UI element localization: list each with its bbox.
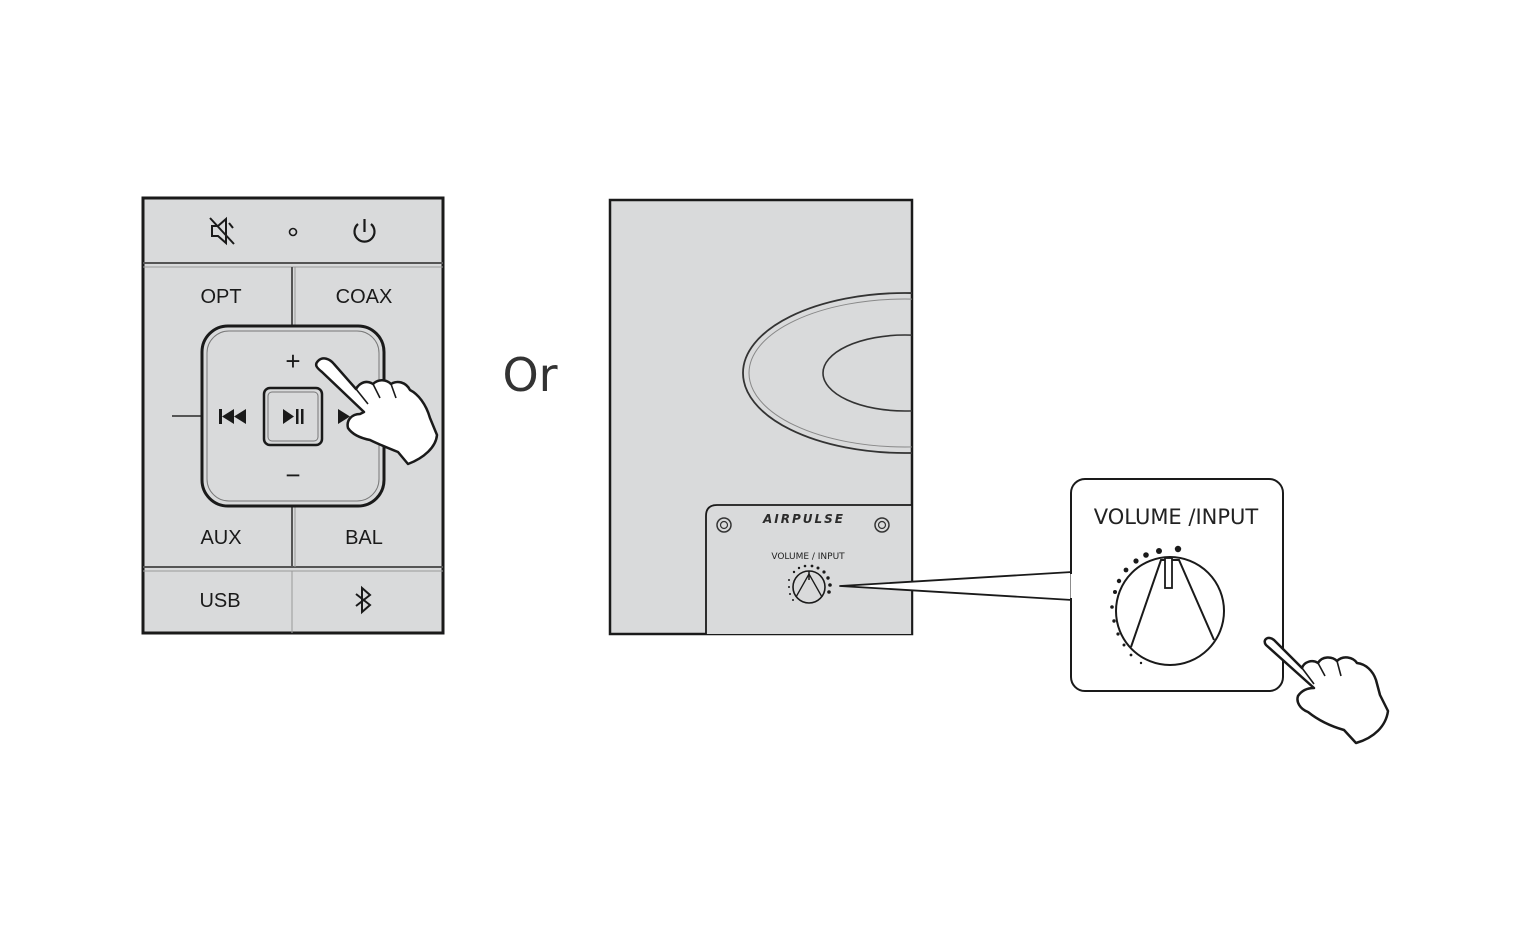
opt-button[interactable]: OPT: [200, 286, 241, 308]
mute-icon[interactable]: [209, 216, 235, 246]
bal-button[interactable]: BAL: [345, 527, 383, 549]
screw-right-icon: [874, 517, 890, 533]
play-pause-icon: [283, 409, 304, 424]
volume-down-button[interactable]: −: [285, 460, 300, 490]
next-track-icon[interactable]: [338, 409, 350, 424]
or-separator: Or: [502, 348, 557, 402]
pointing-hand-knob-icon: [1263, 636, 1390, 745]
aux-button[interactable]: AUX: [200, 527, 241, 549]
volume-up-button[interactable]: +: [285, 346, 300, 376]
power-icon[interactable]: [353, 219, 376, 243]
tweeter-waveguide: [742, 292, 912, 454]
volume-input-knob-small[interactable]: [788, 564, 832, 604]
brand-logo: AIRPULSE: [762, 512, 845, 526]
remote-control: OPT COAX AUX BAL USB + −: [141, 196, 445, 635]
speaker: AIRPULSE VOLUME / INPUT: [608, 198, 914, 636]
screw-left-icon: [716, 517, 732, 533]
usb-button[interactable]: USB: [199, 590, 240, 612]
previous-track-icon[interactable]: [219, 409, 246, 424]
control-plate: [705, 504, 913, 634]
tweeter: [822, 334, 912, 412]
status-led-icon: [288, 227, 298, 237]
coax-button[interactable]: COAX: [336, 286, 393, 308]
volume-input-label: VOLUME / INPUT: [771, 552, 845, 562]
bluetooth-icon[interactable]: [355, 585, 372, 615]
volume-input-knob-large[interactable]: [1110, 545, 1225, 666]
pointing-hand-icon: [314, 357, 439, 466]
zoom-callout: VOLUME /INPUT: [839, 478, 1284, 692]
callout-title: VOLUME /INPUT: [1094, 505, 1259, 529]
